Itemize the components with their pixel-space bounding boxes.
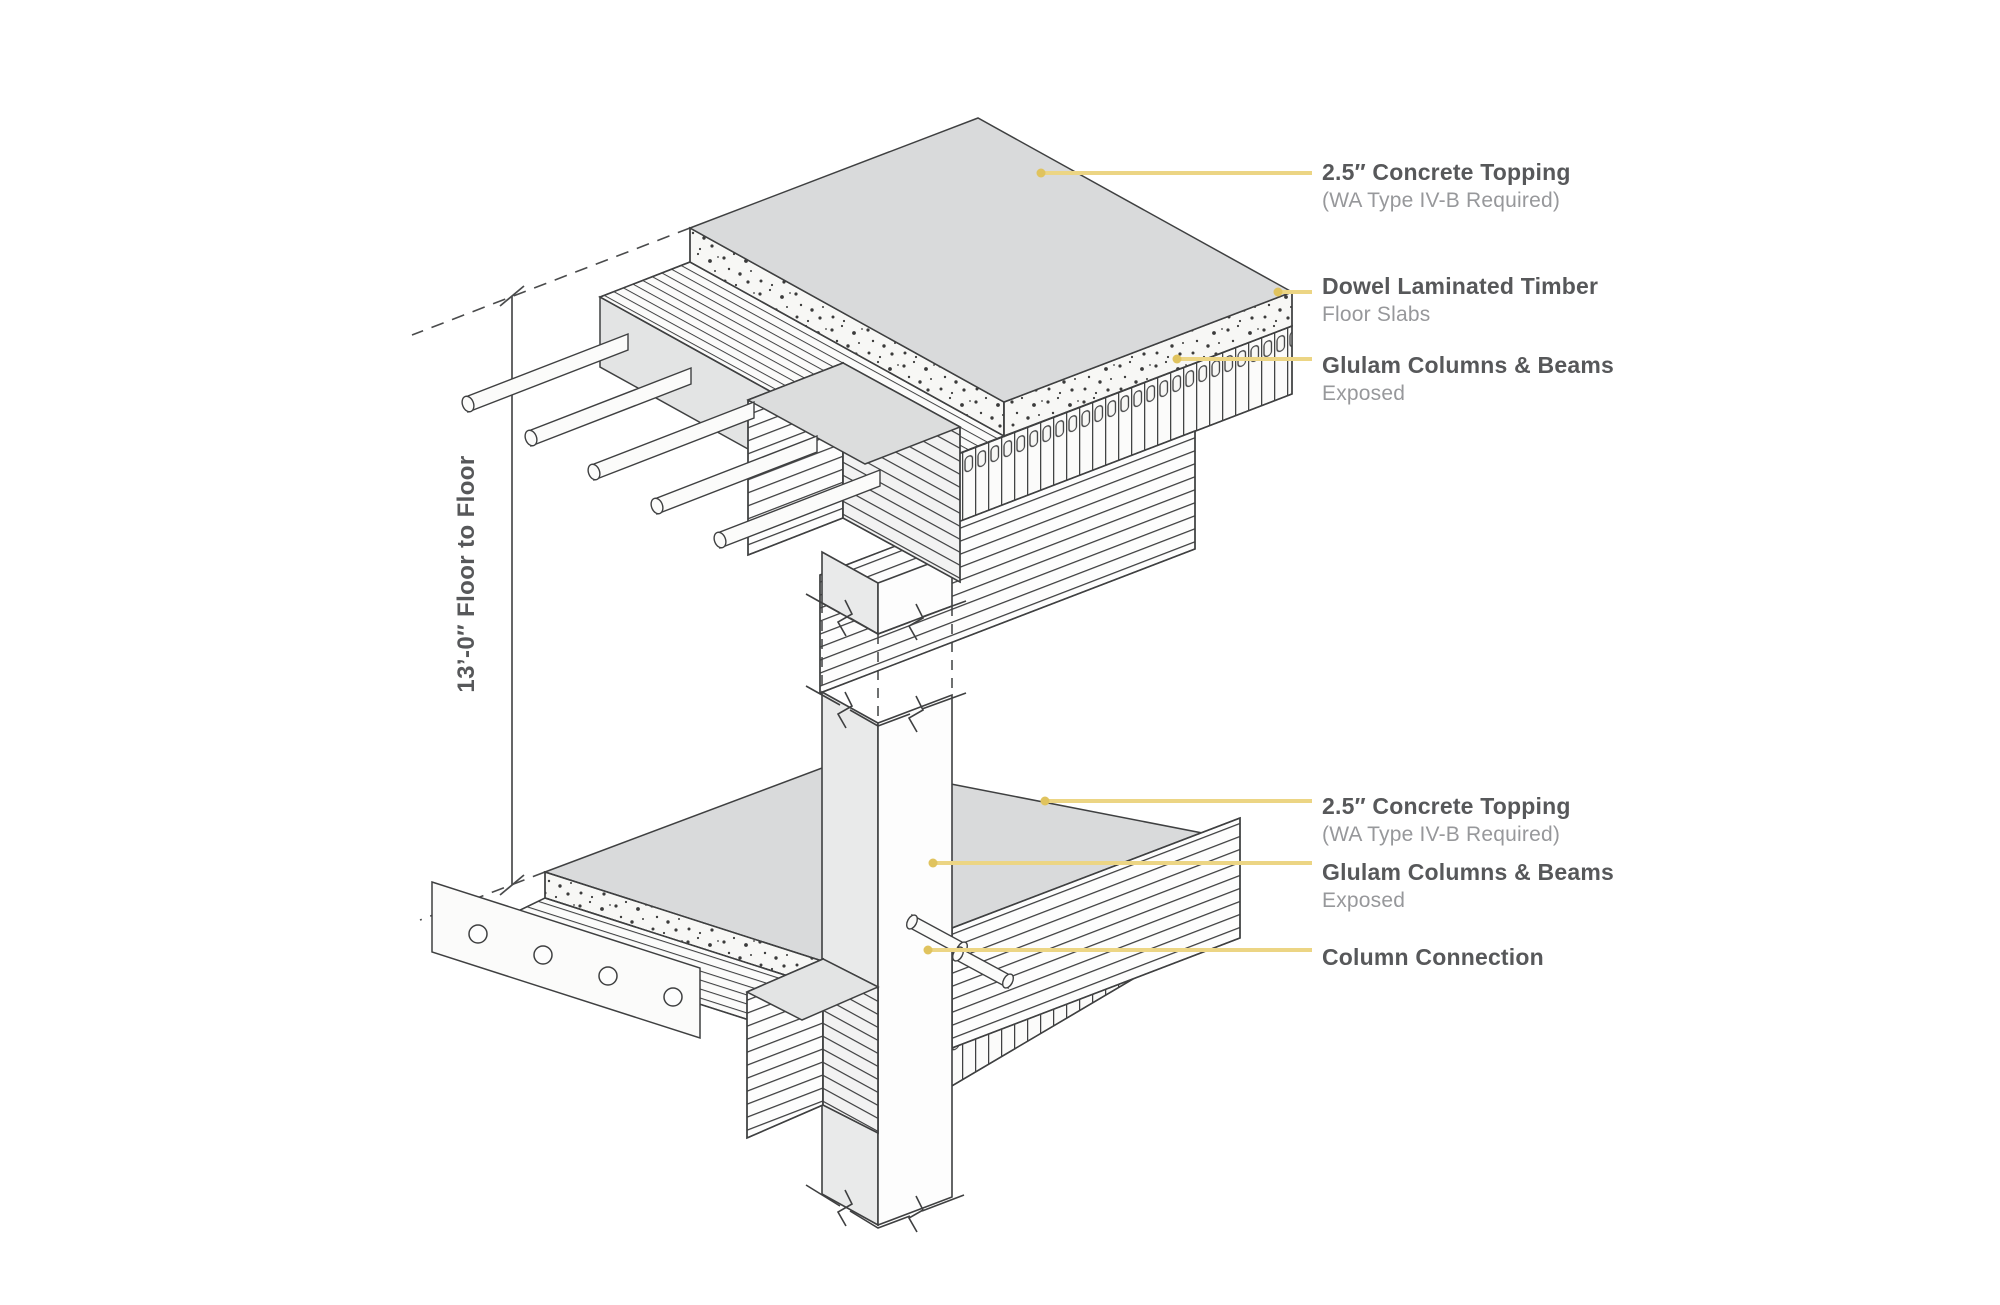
callout-title: 2.5″ Concrete Topping	[1322, 793, 1571, 819]
callout-subtitle: Exposed	[1322, 888, 1406, 912]
callout-glulam-upper: Glulam Columns & Beams Exposed	[1322, 352, 1614, 405]
callout-leaders	[923, 168, 1312, 955]
callout-title: Column Connection	[1322, 944, 1544, 970]
callout-subtitle: Floor Slabs	[1322, 302, 1431, 326]
callout-concrete-topping-lower: 2.5″ Concrete Topping (WA Type IV-B Requ…	[1322, 793, 1571, 846]
dimension-tick-top	[499, 285, 525, 307]
lower-edge-beam	[431, 880, 701, 1040]
dimension-tick-bottom	[499, 874, 525, 896]
column-break-mid	[805, 685, 967, 733]
callout-title: Glulam Columns & Beams	[1322, 352, 1614, 378]
column-break-top	[805, 593, 967, 641]
callout-subtitle: (WA Type IV-B Required)	[1322, 822, 1561, 846]
callout-dowel-laminated-timber: Dowel Laminated Timber Floor Slabs	[1322, 273, 1599, 326]
lower-beam-block	[745, 957, 880, 1140]
dimension-label: 13’-0″ Floor to Floor	[453, 455, 480, 693]
callout-title: Dowel Laminated Timber	[1322, 273, 1599, 299]
callout-glulam-lower: Glulam Columns & Beams Exposed	[1322, 859, 1614, 912]
upper-glulam-beam	[819, 429, 1196, 695]
callout-title: 2.5″ Concrete Topping	[1322, 159, 1571, 185]
callout-concrete-topping-upper: 2.5″ Concrete Topping (WA Type IV-B Requ…	[1322, 159, 1571, 212]
callout-subtitle: (WA Type IV-B Required)	[1322, 188, 1561, 212]
callout-title: Glulam Columns & Beams	[1322, 859, 1614, 885]
upper-beam-block	[746, 361, 962, 584]
column-break-bottom	[805, 1184, 965, 1233]
dlt-dowel-rods	[461, 332, 881, 550]
lower-glulam-beam	[951, 816, 1241, 1050]
callout-subtitle: Exposed	[1322, 381, 1406, 405]
callout-column-connection: Column Connection	[1322, 944, 1544, 971]
